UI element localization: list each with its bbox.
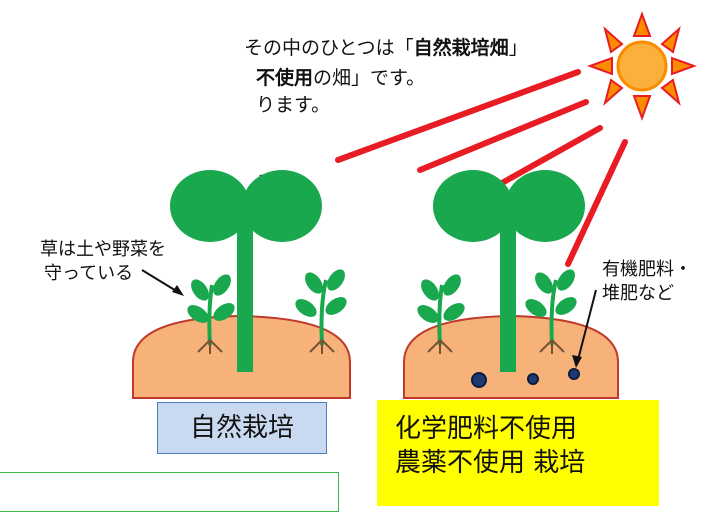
main-sprout-chemical: [433, 170, 585, 372]
sun-icon: [587, 11, 697, 121]
weed-callout: 草は土や野菜を 守っている: [40, 238, 166, 286]
fertilizer-callout: 有機肥料・ 堆肥など: [602, 258, 692, 306]
chemical-free-label-line-1: 化学肥料不使用: [395, 414, 578, 444]
sunlight-rays: [335, 69, 628, 267]
weed-chemical-right: [525, 269, 577, 354]
sun-ray-3: [490, 125, 603, 191]
intro-line-2-text: の畑」です。: [313, 67, 426, 89]
natural-cultivation-label: 自然栽培: [157, 402, 327, 454]
fertilizer-pellets: [471, 368, 580, 388]
chemical-free-cultivation-label: 化学肥料不使用 農薬不使用 栽培: [377, 400, 659, 506]
sun-ray-2: [417, 99, 589, 173]
unused-term: 不使用: [256, 67, 314, 89]
intro-line-1-text: その中のひとつは「: [244, 37, 414, 59]
intro-line-2: 不使用の畑」です。: [256, 66, 425, 90]
intro-line-3: ります。: [256, 94, 331, 116]
chemical-free-label-line-2: 農薬不使用 栽培: [395, 448, 586, 478]
sun-ray-4: [565, 139, 628, 267]
intro-line-1: その中のひとつは「自然栽培畑」: [244, 36, 528, 60]
fertilizer-callout-line-2: 堆肥など: [602, 283, 674, 304]
weed-callout-arrow: [141, 269, 179, 293]
fertilizer-callout-arrow: [577, 289, 597, 361]
weed-callout-line-1: 草は土や野菜を: [40, 239, 166, 260]
chemical-free-field: [403, 170, 619, 399]
intro-line-1-end: 」: [508, 37, 528, 59]
main-sprout-natural: [170, 170, 322, 372]
natural-field: [132, 170, 351, 399]
sun-ray-1: [335, 69, 581, 163]
weed-right: [295, 269, 347, 354]
weed-chemical-left: [417, 274, 465, 354]
weed-callout-line-2: 守っている: [44, 263, 134, 284]
fertilizer-callout-line-1: 有機肥料・: [602, 259, 692, 280]
weed-left: [187, 274, 235, 354]
bottom-content-box: [0, 472, 339, 512]
natural-farm-term: 自然栽培畑: [413, 37, 509, 59]
